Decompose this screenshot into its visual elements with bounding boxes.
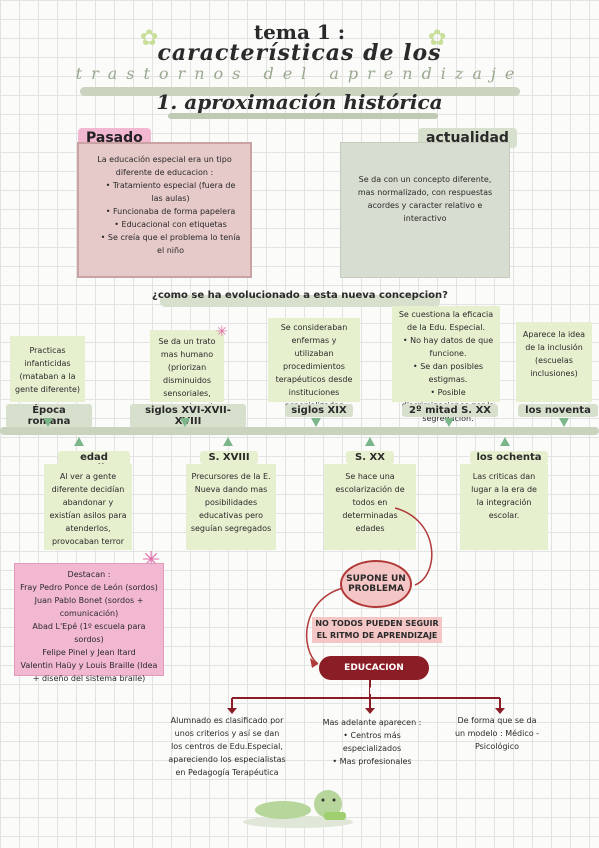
destacan-box: Destacan : Fray Pedro Ponce de León (sor… bbox=[14, 563, 164, 683]
bottom-box-xx: Se hace una escolarización de todos en d… bbox=[324, 464, 416, 550]
list-item: Educacional con etiquetas bbox=[99, 218, 242, 231]
arrow-up-icon bbox=[365, 437, 375, 446]
list-item: No hay datos de que funcione. bbox=[399, 334, 497, 360]
list-item: Centros más especializados bbox=[322, 729, 422, 755]
question-text: ¿como se ha evolucionado a esta nueva co… bbox=[152, 290, 448, 301]
section-underline bbox=[168, 113, 438, 119]
destacan-line: Juan Pablo Bonet (sordos + comunicación) bbox=[34, 596, 144, 618]
pasado-box: La educación especial era un tipo difere… bbox=[77, 142, 252, 278]
question-band bbox=[160, 295, 440, 307]
arrow-up-icon bbox=[500, 437, 510, 446]
arrow-down-icon bbox=[444, 418, 454, 427]
arrow-down-icon bbox=[311, 418, 321, 427]
final-right-text: De forma que se da un modelo : Médico - … bbox=[454, 716, 540, 751]
problem-text: SUPONE UN PROBLEMA bbox=[346, 574, 406, 594]
list-item: Se creía que el problema lo tenía el niñ… bbox=[99, 231, 242, 257]
title-line-2: características de los bbox=[157, 40, 442, 66]
pasado-list: Tratamiento especial (fuera de las aulas… bbox=[87, 179, 242, 257]
destacan-line: Fray Pedro Ponce de León (sordos) bbox=[20, 583, 158, 592]
arrow-down-icon bbox=[43, 418, 53, 427]
era-label-xviii: S. XVIII bbox=[200, 451, 258, 464]
flower-icon: ✿ bbox=[428, 26, 447, 51]
bottom-box-ochenta: Las criticas dan lugar a la era de la in… bbox=[460, 464, 548, 550]
title-line-3: trastornos del aprendizaje bbox=[75, 64, 524, 83]
top-box-noventa: Aparece la idea de la inclusión (escuela… bbox=[516, 322, 592, 402]
no-todos-note: NO TODOS PUEDEN SEGUIR EL RITMO DE APREN… bbox=[312, 617, 442, 643]
top-box-xvi-xviii: Se da un trato mas humano (priorizan dis… bbox=[150, 330, 224, 411]
final-mid: Mas adelante aparecen : Centros más espe… bbox=[322, 716, 422, 768]
era-label-ochenta: los ochenta bbox=[470, 451, 548, 464]
arrow-up-icon bbox=[74, 437, 84, 446]
destacan-line: Abad L'Epé (1º escuela para sordos) bbox=[32, 622, 146, 644]
bottom-box-edad-media: Al ver a gente diferente decidían abando… bbox=[44, 464, 132, 550]
box-text: Se cuestiona la eficacia de la Edu. Espe… bbox=[398, 310, 494, 332]
section-heading: 1. aproximación histórica bbox=[156, 90, 443, 114]
list-item: Mas profesionales bbox=[322, 755, 422, 768]
box-text: Aparece la idea de la inclusión (escuela… bbox=[522, 330, 586, 378]
problem-bubble: SUPONE UN PROBLEMA bbox=[340, 560, 412, 608]
destacan-line: Valentin Haüy y Louis Braille (Idea + di… bbox=[20, 661, 158, 683]
box-text: Las criticas dan lugar a la era de la in… bbox=[471, 472, 537, 520]
destacan-line: Felipe Pinel y Jean Itard bbox=[42, 648, 136, 657]
arrow-down-icon bbox=[180, 418, 190, 427]
era-label-mitad-xx: 2º mitad S. XX bbox=[402, 404, 498, 417]
era-label-xx: S. XX bbox=[346, 451, 394, 464]
box-text: Se hace una escolarización de todos en d… bbox=[335, 472, 405, 533]
pasado-intro: La educación especial era un tipo difere… bbox=[97, 155, 232, 177]
actualidad-text: Se da con un concepto diferente, mas nor… bbox=[357, 175, 493, 223]
list-item: Se dan posibles estigmas. bbox=[399, 360, 497, 386]
box-text: Practicas infanticidas (mataban a la gen… bbox=[15, 346, 80, 394]
timeline-bar bbox=[0, 427, 599, 435]
flower-icon: ✿ bbox=[140, 26, 159, 51]
final-left-text: Alumnado es clasificado por unos criteri… bbox=[168, 716, 286, 777]
list-item: Tratamiento especial (fuera de las aulas… bbox=[99, 179, 242, 205]
era-label-noventa: los noventa bbox=[518, 404, 598, 417]
top-box-romana: Practicas infanticidas (mataban a la gen… bbox=[10, 336, 85, 402]
destacan-title: Destacan : bbox=[67, 570, 111, 579]
list-item: Funcionaba de forma papelera bbox=[99, 205, 242, 218]
sparkle-icon: ✳ bbox=[216, 324, 228, 340]
box-text: Al ver a gente diferente decidían abando… bbox=[49, 472, 127, 546]
box-text: Precursores de la E. Nueva dando mas pos… bbox=[190, 472, 272, 533]
arrow-down-icon bbox=[559, 418, 569, 427]
title-underline bbox=[80, 87, 520, 96]
bottom-box-xviii: Precursores de la E. Nueva dando mas pos… bbox=[186, 464, 276, 550]
final-mid-list: Centros más especializados Mas profesion… bbox=[322, 729, 422, 768]
final-mid-title: Mas adelante aparecen : bbox=[322, 718, 422, 727]
era-label-xix: siglos XIX bbox=[285, 404, 353, 417]
title-line-1: tema 1 : bbox=[253, 20, 346, 44]
actualidad-box: Se da con un concepto diferente, mas nor… bbox=[340, 142, 510, 278]
arrow-up-icon bbox=[223, 437, 233, 446]
educacion-especial-pill: EDUCACION ESPECIAL bbox=[319, 656, 429, 697]
mascot-illustration bbox=[243, 790, 353, 828]
